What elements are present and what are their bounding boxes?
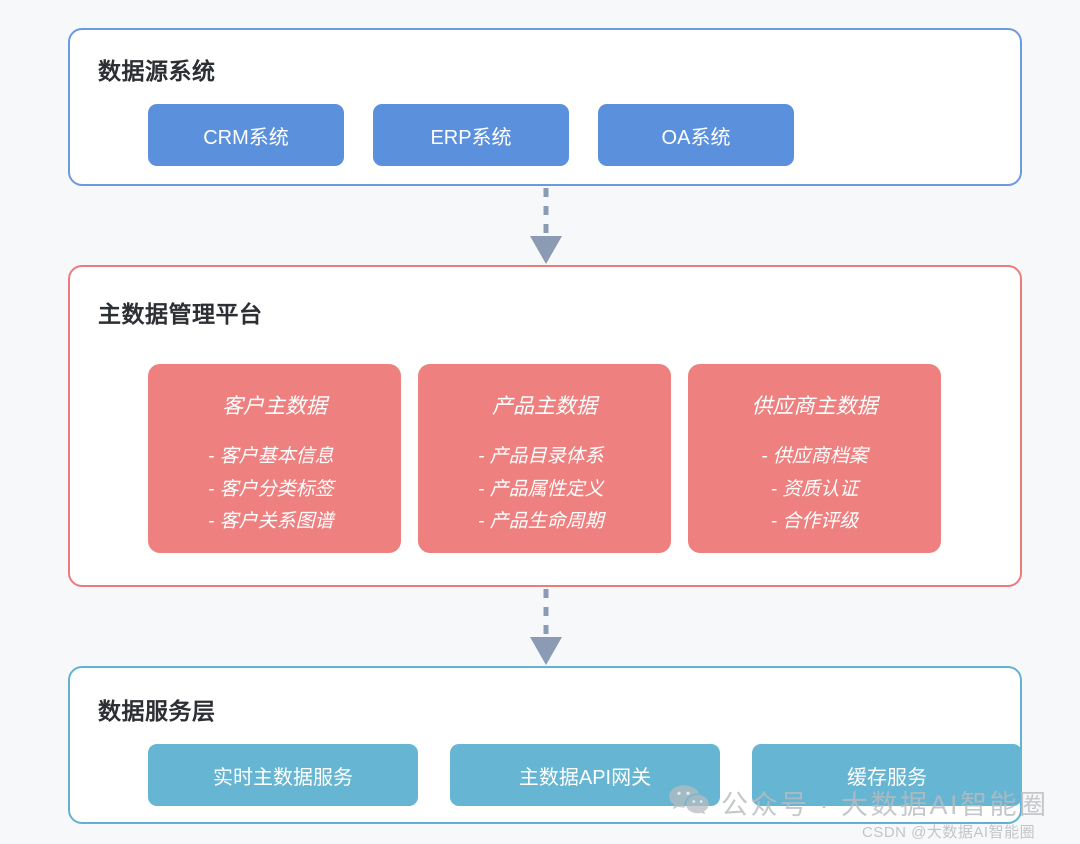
card-item: - 产品目录体系 <box>478 446 604 467</box>
card-item: - 客户基本信息 <box>208 446 334 467</box>
card-item: - 合作评级 <box>770 511 859 533</box>
master-data-card-row: 客户主数据 - 客户基本信息 - 客户分类标签 - 客户关系图谱 产品主数据 -… <box>148 364 941 553</box>
card-item: - 客户关系图谱 <box>208 511 334 533</box>
watermark-csdn: CSDN @大数据AI智能圈 <box>862 824 1036 841</box>
chip-label: OA系统 <box>661 126 731 149</box>
connector-source-to-mdm <box>520 186 572 266</box>
card-item-list: - 产品目录体系 - 产品属性定义 - 产品生命周期 <box>478 444 604 535</box>
chip-cache-service[interactable]: 缓存服务 <box>752 744 1022 806</box>
dashed-arrow-down-icon <box>530 589 562 665</box>
layer-title-master-data-management-platform: 主数据管理平台 <box>98 301 263 327</box>
card-item: - 产品属性定义 <box>478 478 604 500</box>
chip-label: 实时主数据服务 <box>213 766 353 789</box>
layer-title-data-source-systems: 数据源系统 <box>98 58 216 84</box>
layer-master-data-management-platform: 主数据管理平台 客户主数据 - 客户基本信息 - 客户分类标签 - 客户关系图谱… <box>68 265 1022 587</box>
card-item: - 供应商档案 <box>761 446 868 467</box>
chip-master-data-api-gateway[interactable]: 主数据API网关 <box>450 744 720 806</box>
chip-label: 缓存服务 <box>847 766 927 789</box>
card-product-master-data[interactable]: 产品主数据 - 产品目录体系 - 产品属性定义 - 产品生命周期 <box>418 364 671 553</box>
layer-data-service-layer: 数据服务层 实时主数据服务 主数据API网关 缓存服务 <box>68 666 1022 824</box>
chip-label: CRM系统 <box>203 126 289 149</box>
data-source-chip-row: CRM系统 ERP系统 OA系统 <box>148 104 794 166</box>
card-title: 产品主数据 <box>492 395 597 418</box>
chip-oa-system[interactable]: OA系统 <box>598 104 794 166</box>
chip-label: 主数据API网关 <box>518 766 652 789</box>
layer-data-source-systems: 数据源系统 CRM系统 ERP系统 OA系统 <box>68 28 1022 186</box>
card-title: 供应商主数据 <box>751 395 878 418</box>
card-item: - 资质认证 <box>770 478 859 500</box>
card-item-list: - 客户基本信息 - 客户分类标签 - 客户关系图谱 <box>208 444 334 535</box>
layer-title-data-service-layer: 数据服务层 <box>98 698 216 724</box>
card-title: 客户主数据 <box>222 395 327 418</box>
connector-mdm-to-service <box>520 587 572 667</box>
chip-erp-system[interactable]: ERP系统 <box>373 104 569 166</box>
data-service-chip-row: 实时主数据服务 主数据API网关 缓存服务 <box>148 744 1022 806</box>
card-item: - 产品生命周期 <box>478 511 604 533</box>
chip-realtime-master-data-service[interactable]: 实时主数据服务 <box>148 744 418 806</box>
chip-label: ERP系统 <box>430 126 512 149</box>
chip-crm-system[interactable]: CRM系统 <box>148 104 344 166</box>
card-customer-master-data[interactable]: 客户主数据 - 客户基本信息 - 客户分类标签 - 客户关系图谱 <box>148 364 401 553</box>
card-supplier-master-data[interactable]: 供应商主数据 - 供应商档案 - 资质认证 - 合作评级 <box>688 364 941 553</box>
dashed-arrow-down-icon <box>530 188 562 264</box>
card-item: - 客户分类标签 <box>208 478 334 500</box>
card-item-list: - 供应商档案 - 资质认证 - 合作评级 <box>761 444 868 535</box>
